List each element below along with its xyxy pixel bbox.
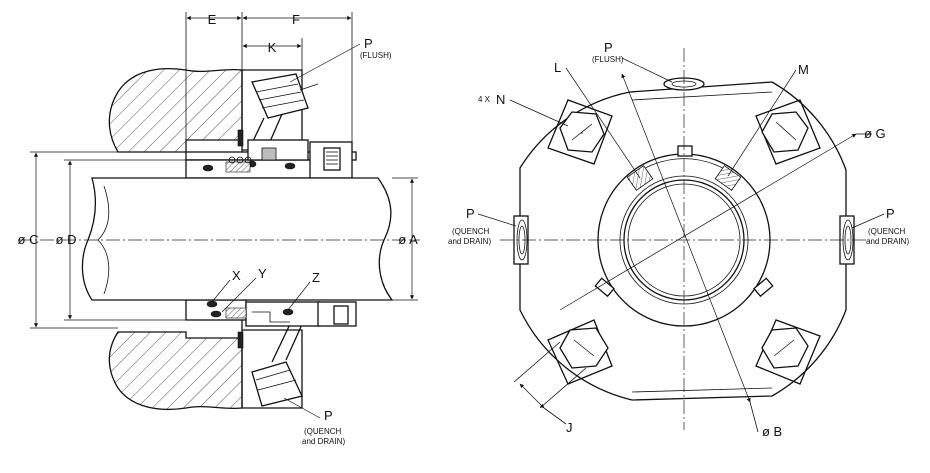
- label-y: Y: [258, 266, 267, 281]
- housing-upper: [108, 67, 243, 153]
- label-c: ø C: [18, 232, 39, 247]
- leader-p-right: [851, 213, 885, 229]
- label-quench: (QUENCH: [304, 427, 342, 436]
- leader-x: [211, 279, 231, 303]
- dimension-g: [559, 133, 857, 311]
- end-view: ø G ø B J 4 X N L M P (FLUSH) P (QUENCH …: [448, 40, 909, 439]
- bolt-slot-bottom-right: [755, 319, 821, 385]
- leader-n: [509, 99, 569, 127]
- label-flush: (FLUSH): [360, 51, 392, 60]
- dimension-a: [392, 177, 418, 301]
- bolt-slot-bottom-left: [547, 319, 613, 385]
- dimension-b: [621, 73, 751, 403]
- seal-cartridge-lower: [185, 299, 357, 327]
- dimension-c: [30, 151, 118, 329]
- label-g: ø G: [864, 126, 886, 141]
- dimension-f: [242, 12, 353, 150]
- dimension-j: [513, 341, 587, 425]
- label-m: M: [798, 62, 809, 77]
- leader-p-top: [621, 57, 673, 83]
- section-view: E F K P (FLUSH) ø C ø D: [18, 12, 420, 446]
- label-p-right: P: [886, 206, 895, 221]
- quench-port: [251, 319, 305, 407]
- leader-y: [221, 277, 257, 313]
- housing-lower: [108, 331, 243, 411]
- label-f: F: [292, 12, 300, 27]
- leader-p-flush: [289, 43, 361, 83]
- label-and-drain: and DRAIN): [302, 437, 345, 446]
- label-d: ø D: [56, 232, 77, 247]
- set-screw-top: [677, 145, 693, 157]
- label-b: ø B: [762, 424, 782, 439]
- bolt-slot-top-right: [755, 99, 821, 165]
- label-p-flush: P: [364, 36, 373, 51]
- label-x: X: [232, 268, 241, 283]
- dimension-d: [64, 159, 186, 321]
- label-z: Z: [312, 270, 320, 285]
- leader-p-quench: [283, 397, 321, 419]
- leader-m: [727, 69, 797, 177]
- label-quench-right: (QUENCH: [868, 227, 906, 236]
- label-j: J: [566, 420, 573, 435]
- label-flush-top: (FLUSH): [592, 55, 624, 64]
- label-e: E: [208, 12, 217, 27]
- label-p-quench: P: [324, 408, 333, 423]
- label-n: N: [496, 92, 505, 107]
- label-drain-right: and DRAIN): [866, 237, 909, 246]
- label-p-left: P: [466, 206, 475, 221]
- dimension-k: [242, 38, 303, 74]
- label-a: ø A: [398, 232, 418, 247]
- label-quench-left: (QUENCH: [452, 227, 490, 236]
- label-p-top: P: [604, 40, 613, 55]
- label-drain-left: and DRAIN): [448, 237, 491, 246]
- leader-l: [565, 67, 641, 179]
- label-l: L: [554, 60, 561, 75]
- bolt-slot-top-left: [547, 99, 613, 165]
- leader-z: [287, 281, 311, 311]
- label-n-count: 4 X: [478, 95, 491, 104]
- label-k: K: [268, 40, 277, 55]
- seal-cartridge-upper: [185, 139, 357, 179]
- leader-p-left: [477, 213, 517, 227]
- dimension-e: [185, 12, 243, 152]
